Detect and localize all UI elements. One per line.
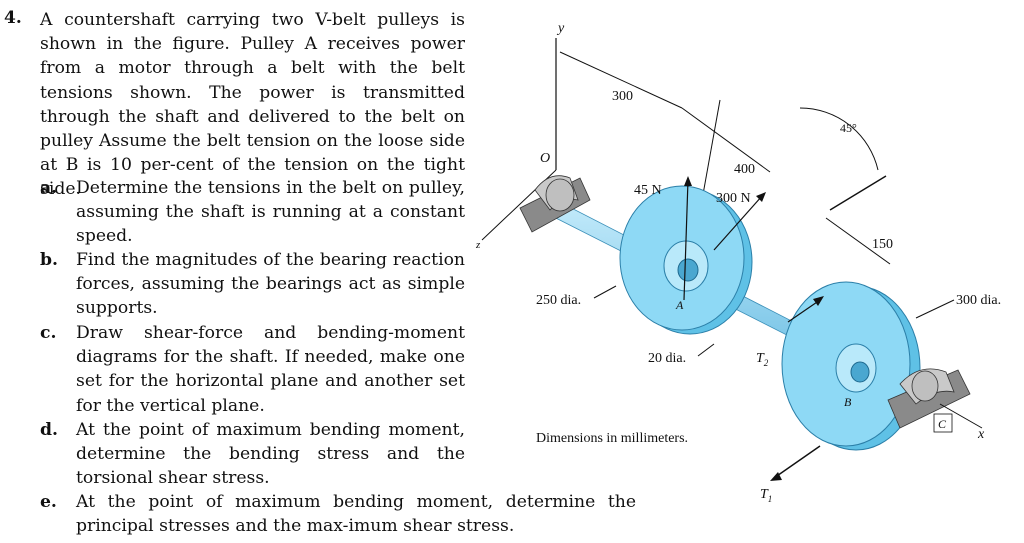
part-text: At the point of maximum bending moment, …	[76, 492, 636, 537]
part-d: d. At the point of maximum bending momen…	[40, 418, 465, 491]
force-45n-label: 45 N	[634, 183, 662, 198]
part-text: At the point of maximum bending moment, …	[76, 420, 465, 489]
belt-b-slack-line	[829, 175, 887, 211]
part-label: c.	[40, 323, 57, 343]
countershaft-diagram: y O z 300 400 150 45°	[475, 21, 1001, 504]
pulley-a-diameter-label: 250 dia.	[536, 293, 581, 308]
pulley-b-label: B	[844, 395, 852, 409]
shaft-diameter-leader	[697, 343, 715, 357]
force-45n-arrow	[683, 179, 689, 301]
force-45n-arrowhead	[684, 176, 692, 186]
angle-label: 45°	[840, 121, 857, 135]
t2-arrowhead	[813, 296, 824, 306]
origin-label: O	[540, 151, 550, 166]
label-c: C	[938, 417, 947, 431]
part-label: b.	[40, 250, 59, 270]
pulley-a-diameter-leader	[593, 285, 617, 299]
part-text: Draw shear-force and bending-moment diag…	[76, 323, 465, 416]
pulley-a	[619, 185, 753, 335]
dim-150-line	[825, 217, 891, 265]
dim-300-line	[559, 51, 683, 109]
z-axis-label: z	[475, 239, 481, 251]
y-axis-label: y	[556, 21, 565, 36]
x-axis-line	[939, 403, 983, 429]
t1-arrowhead	[770, 472, 782, 481]
shaft-diameter-label: 20 dia.	[648, 351, 686, 366]
pulley-b	[781, 281, 921, 451]
t2-arrow	[787, 299, 821, 323]
part-label: a.	[40, 178, 58, 198]
figure-caption: Dimensions in millimeters.	[536, 431, 688, 446]
countershaft-figure: y O z 300 400 150 45°	[470, 0, 1024, 539]
pulley-b-diameter-label: 300 dia.	[956, 293, 1001, 308]
force-300n-arrow	[713, 195, 763, 251]
force-300n-label: 300 N	[716, 191, 751, 206]
part-c: c. Draw shear-force and bending-moment d…	[40, 321, 465, 418]
part-text: Determine the tensions in the belt on pu…	[76, 178, 465, 247]
part-label: d.	[40, 420, 59, 440]
t1-arrow	[773, 445, 821, 479]
dim-400-line	[681, 107, 771, 173]
t1-label: T1	[760, 487, 772, 504]
angle-arc	[799, 107, 879, 171]
part-e: e. At the point of maximum bending momen…	[40, 490, 680, 538]
label-c-box	[933, 413, 953, 433]
part-a: a. Determine the tensions in the belt on…	[40, 176, 465, 249]
dim-150-label: 150	[872, 237, 893, 252]
bearing-o	[519, 175, 591, 233]
problem-number: 4.	[4, 8, 22, 28]
pulley-a-label: A	[675, 298, 684, 312]
dim-400-label: 400	[734, 162, 755, 177]
part-text: Find the magnitudes of the bearing react…	[76, 250, 465, 319]
x-axis-label: x	[977, 427, 985, 442]
dim-300-label: 300	[612, 89, 633, 104]
part-label: e.	[40, 492, 57, 512]
t2-label: T2	[756, 351, 769, 368]
part-b: b. Find the magnitudes of the bearing re…	[40, 248, 465, 321]
bearing-c	[887, 368, 971, 429]
pulley-b-diameter-leader	[915, 299, 955, 319]
problem-stem: A countershaft carrying two V-belt pulle…	[40, 10, 465, 200]
force-300n-arrowhead	[756, 192, 766, 202]
